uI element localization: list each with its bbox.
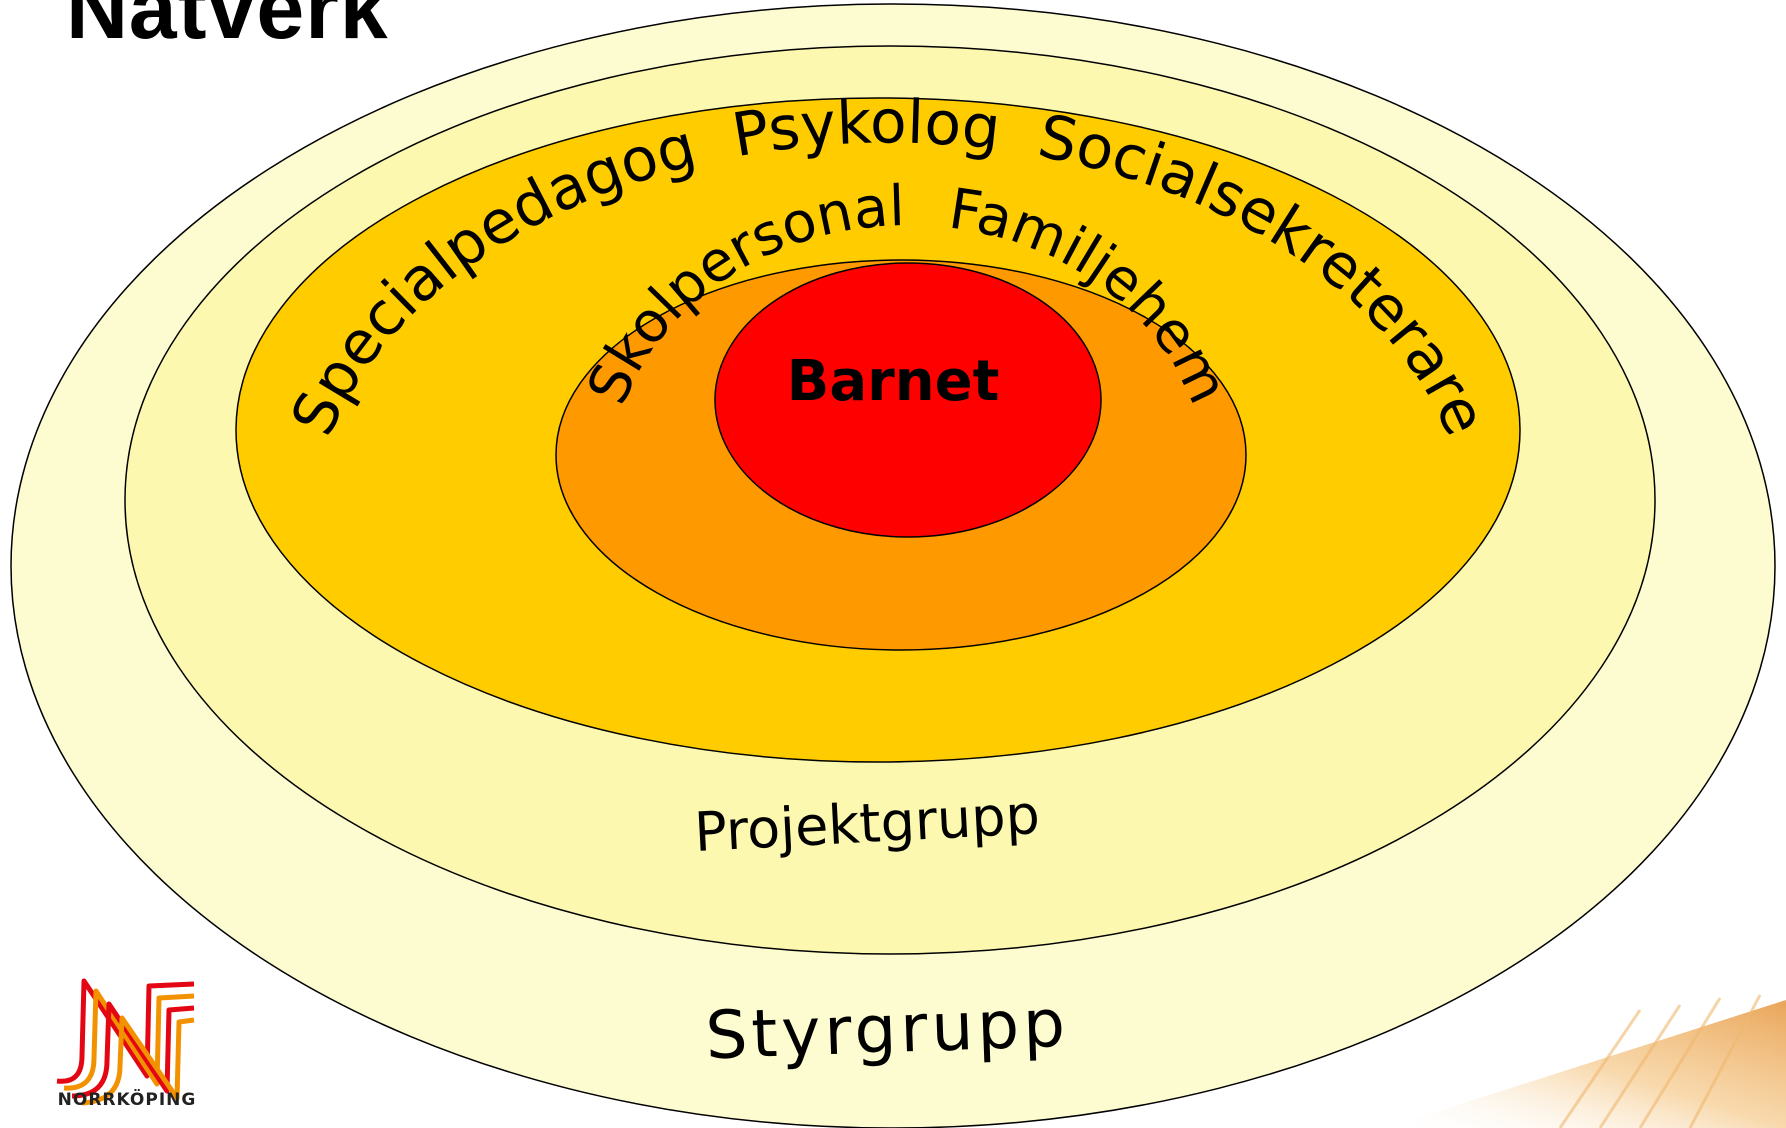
corner-decoration xyxy=(1386,1000,1786,1128)
corner-decoration-lines xyxy=(1558,994,1762,1128)
label-styrgrupp: Styrgrupp xyxy=(704,985,1070,1075)
ring-center xyxy=(714,262,1102,538)
label-psykolog: Psykolog xyxy=(727,88,1003,172)
norrkoping-logo-icon xyxy=(56,978,195,1106)
page-title: Nätverk xyxy=(66,0,389,57)
label-barnet: Barnet xyxy=(787,349,1000,414)
logo-text: NORRKÖPING xyxy=(57,1090,197,1110)
